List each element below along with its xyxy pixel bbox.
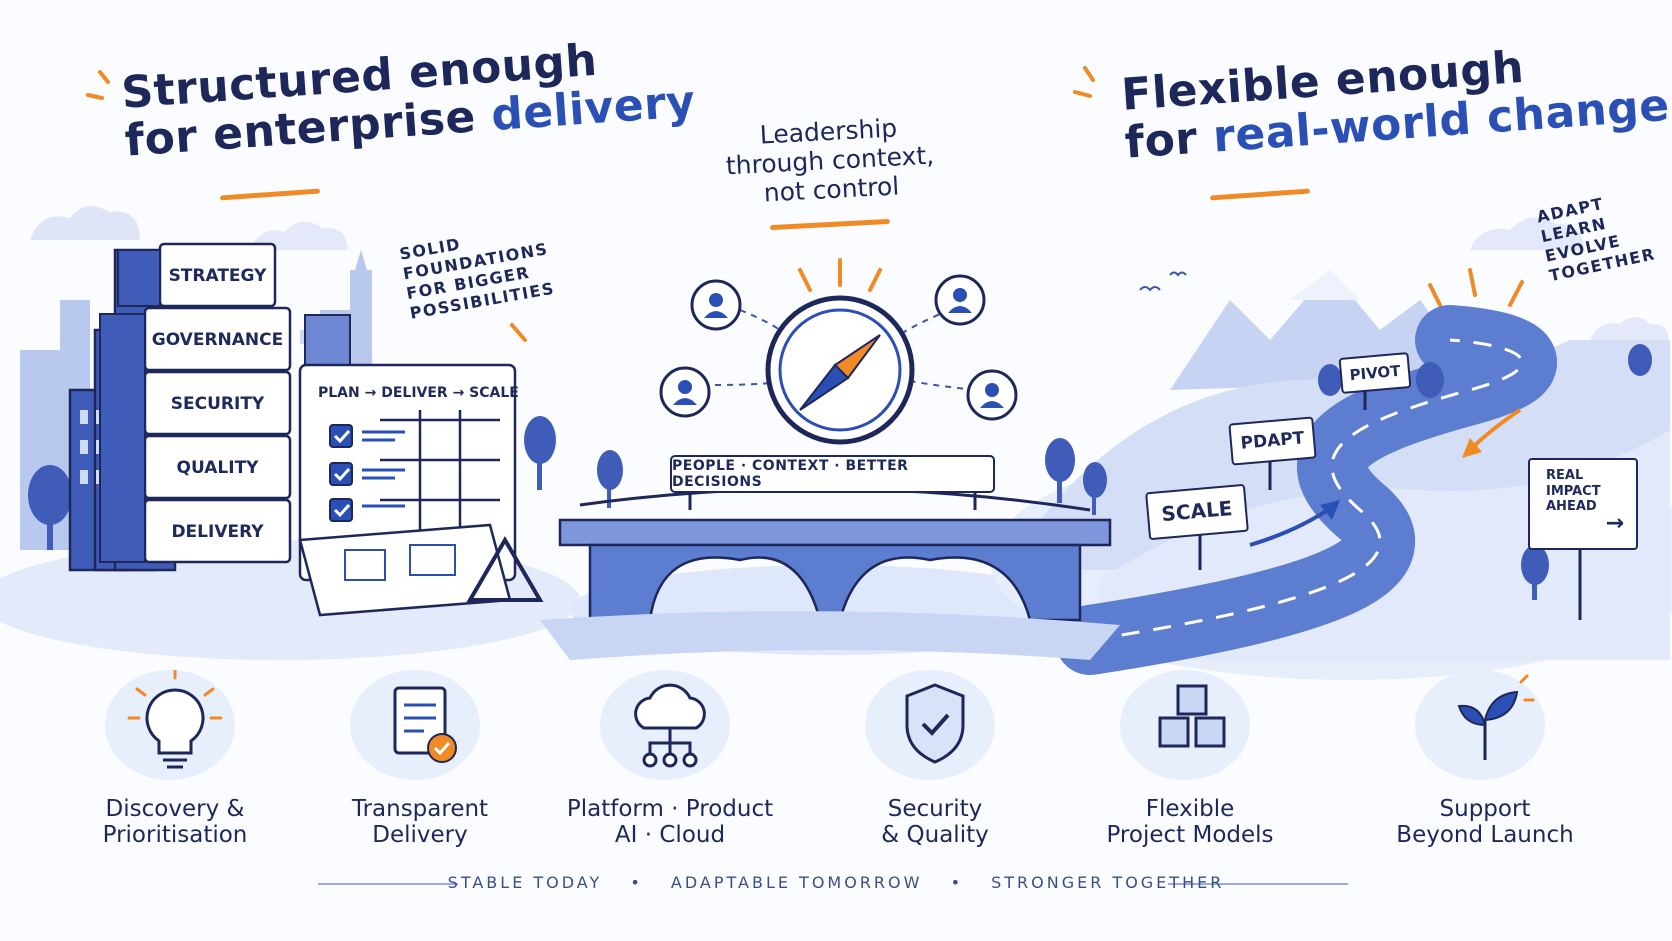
feature-flexible-models-label: Flexible Project Models <box>1080 796 1300 849</box>
bridge-sign-text: PEOPLE · CONTEXT · BETTER DECISIONS <box>672 458 909 490</box>
block-label-strategy: STRATEGY <box>168 266 267 286</box>
feature-support-line1: Support <box>1439 796 1531 822</box>
tagline-adaptable: ADAPTABLE TOMORROW <box>670 873 923 892</box>
feature-flexible-models-line1: Flexible <box>1145 796 1235 822</box>
scale-sign: SCALE <box>1145 483 1249 541</box>
lightbulb-icon <box>105 670 235 790</box>
feature-flexible-models-line2: Project Models <box>1106 822 1274 849</box>
center-note: Leadership through context, not control <box>708 112 952 211</box>
tagline-separator-2: • <box>950 873 963 892</box>
block-label-delivery: DELIVERY <box>171 522 264 542</box>
tagline-separator-1: • <box>630 873 643 892</box>
impact-sign-line3: AHEAD <box>1546 499 1597 515</box>
feature-support-label: Support Beyond Launch <box>1375 796 1595 849</box>
tagline-stronger: STRONGER TOGETHER <box>991 873 1225 892</box>
right-headline-plain: for <box>1123 111 1215 169</box>
feature-platform-label: Platform · Product AI · Cloud <box>560 796 780 849</box>
footer-line-right <box>1168 883 1348 885</box>
block-label-governance: GOVERNANCE <box>151 330 284 350</box>
feature-discovery: Discovery & Prioritisation <box>65 670 285 849</box>
feature-transparent-delivery-line2: Delivery <box>372 822 468 849</box>
feature-flexible-models: Flexible Project Models <box>1080 670 1300 849</box>
footer-tagline: STABLE TODAY • ADAPTABLE TOMORROW • STRO… <box>0 873 1672 892</box>
adapt-sign-text: PDAPT <box>1239 428 1306 454</box>
impact-sign-line1: REAL <box>1546 468 1584 483</box>
pivot-sign: PIVOT <box>1338 352 1412 394</box>
shield-check-icon <box>865 670 995 790</box>
feature-discovery-line2: Prioritisation <box>102 822 248 849</box>
feature-discovery-label: Discovery & Prioritisation <box>65 796 285 849</box>
feature-platform: Platform · Product AI · Cloud <box>560 670 780 849</box>
feature-platform-line2: AI · Cloud <box>614 822 726 849</box>
block-label-security: SECURITY <box>170 394 265 414</box>
feature-platform-line1: Platform · Product <box>566 796 774 822</box>
board-title: PLAN → DELIVER → SCALE <box>318 385 519 401</box>
feature-security-quality-label: Security & Quality <box>825 796 1045 849</box>
scale-sign-text: SCALE <box>1160 495 1234 527</box>
feature-transparent-delivery: Transparent Delivery <box>310 670 530 849</box>
sprout-icon <box>1415 670 1545 790</box>
impact-sign-line2: IMPACT <box>1546 483 1601 499</box>
feature-discovery-line1: Discovery & <box>105 796 245 822</box>
feature-support-line2: Beyond Launch <box>1396 822 1574 849</box>
bridge-sign: PEOPLE · CONTEXT · BETTER DECISIONS <box>670 455 995 493</box>
tagline-stable: STABLE TODAY <box>447 873 603 892</box>
cloud-network-icon <box>600 670 730 790</box>
feature-support: Support Beyond Launch <box>1375 670 1595 849</box>
feature-security-quality: Security & Quality <box>825 670 1045 849</box>
cubes-icon <box>1120 670 1250 790</box>
feature-transparent-delivery-line1: Transparent <box>351 796 489 822</box>
checklist-document-icon <box>350 670 480 790</box>
footer-line-left <box>318 883 458 885</box>
impact-sign: REAL IMPACT AHEAD → <box>1528 458 1638 550</box>
adapt-sign: PDAPT <box>1228 416 1317 466</box>
feature-security-quality-line2: & Quality <box>881 822 989 849</box>
block-label-quality: QUALITY <box>176 458 259 478</box>
feature-security-quality-line1: Security <box>887 796 983 822</box>
pivot-sign-text: PIVOT <box>1348 361 1402 385</box>
impact-sign-arrow: → <box>1605 510 1624 536</box>
feature-transparent-delivery-label: Transparent Delivery <box>310 796 530 849</box>
